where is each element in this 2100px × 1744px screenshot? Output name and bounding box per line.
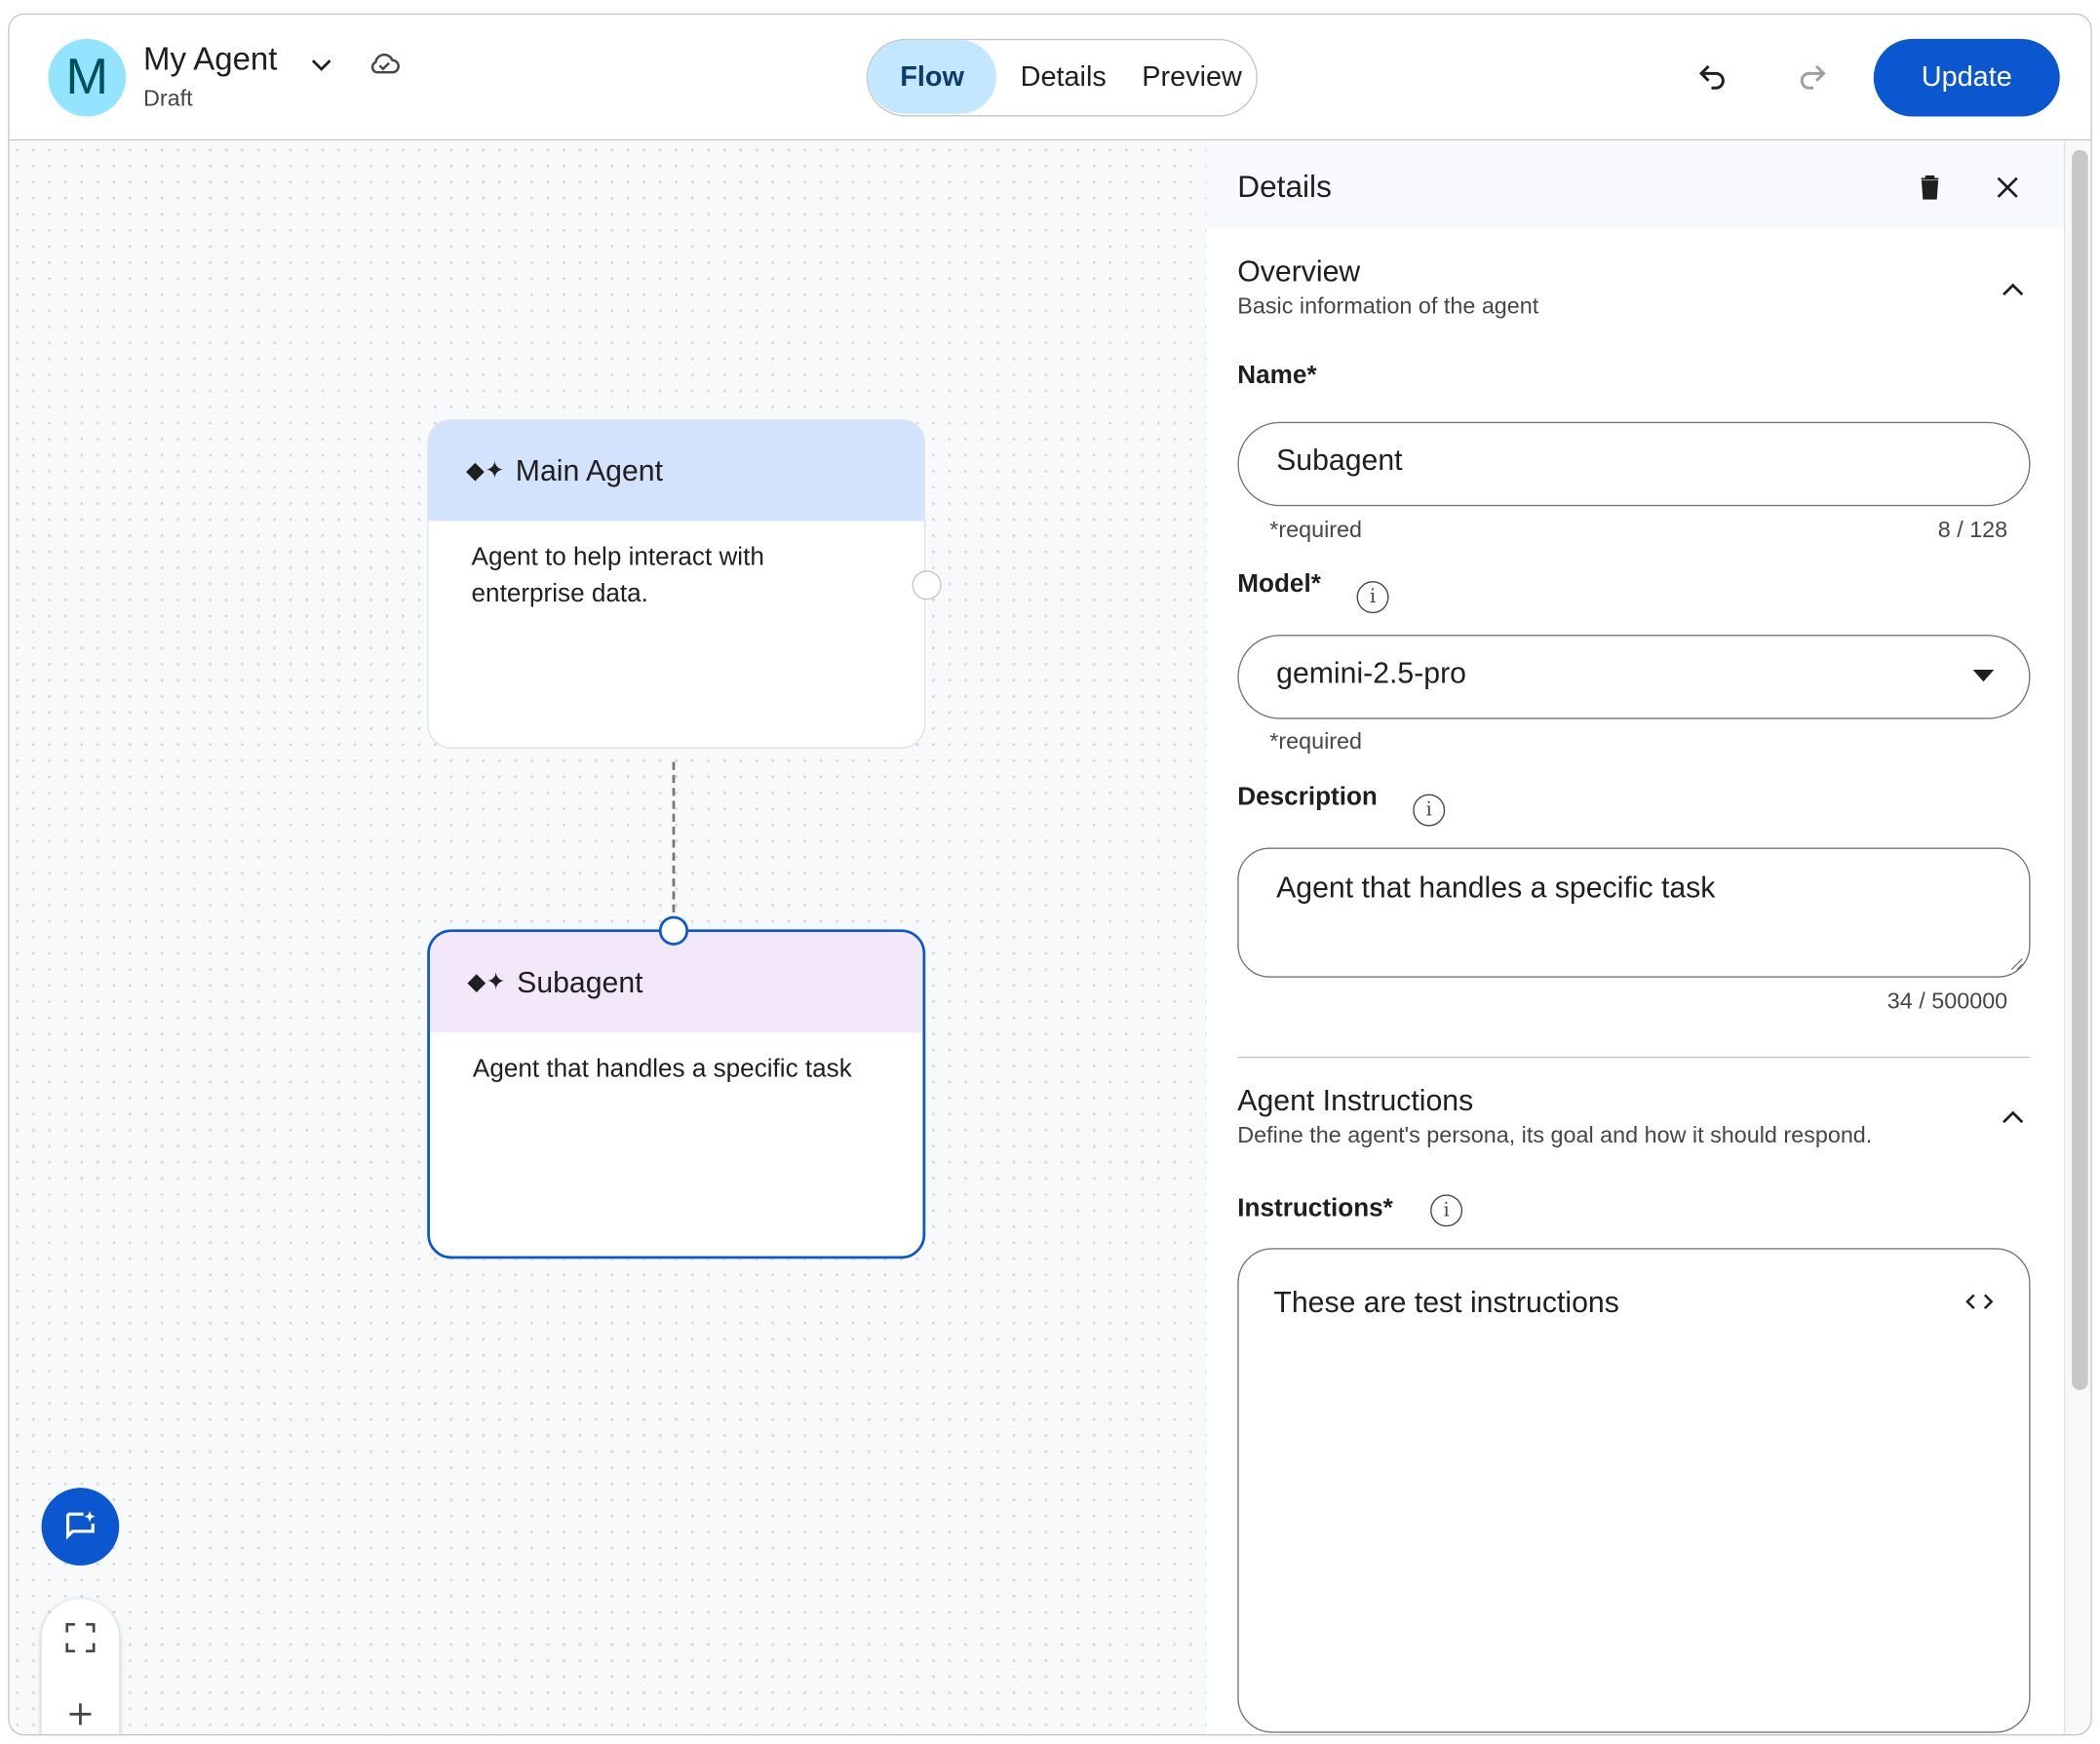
overview-title: Overview xyxy=(1237,254,1361,289)
input-handle[interactable] xyxy=(658,915,689,946)
panel-title: Details xyxy=(1237,169,1332,204)
description-counter: 34 / 500000 xyxy=(1886,988,2008,1014)
view-tabs: Flow Details Preview xyxy=(866,38,1258,117)
chevron-up-icon[interactable] xyxy=(2000,280,2026,298)
zoom-controls xyxy=(41,1599,120,1734)
node-description: Agent that handles a specific task xyxy=(472,1055,852,1084)
cloud-saved-icon xyxy=(370,53,400,74)
overview-subtitle: Basic information of the agent xyxy=(1237,292,1539,319)
info-icon[interactable]: i xyxy=(1356,581,1389,614)
delete-icon[interactable] xyxy=(1915,173,1944,202)
connection-edge xyxy=(672,761,676,926)
update-button[interactable]: Update xyxy=(1873,38,2060,117)
undo-icon[interactable] xyxy=(1695,58,1731,94)
name-label: Name* xyxy=(1237,361,1317,390)
sparkle-icon: ◆✦ xyxy=(467,968,507,995)
info-icon[interactable]: i xyxy=(1430,1194,1463,1227)
details-panel: Details Overview Basic information of th… xyxy=(1206,141,2064,1734)
model-hint: *required xyxy=(1269,728,1363,755)
zoom-in-button[interactable] xyxy=(42,1675,120,1733)
model-label: Model* xyxy=(1237,570,1321,600)
plus-icon xyxy=(69,1703,92,1725)
node-subagent[interactable]: ◆✦ Subagent Agent that handles a specifi… xyxy=(427,929,926,1260)
instructions-label: Instructions* xyxy=(1237,1194,1393,1223)
chat-spark-icon xyxy=(65,1510,96,1540)
info-icon[interactable]: i xyxy=(1413,794,1446,827)
description-textarea[interactable]: Agent that handles a specific task xyxy=(1237,847,2031,978)
chevron-up-icon[interactable] xyxy=(2000,1107,2026,1126)
description-value: Agent that handles a specific task xyxy=(1276,870,1716,905)
node-title: Subagent xyxy=(517,964,643,999)
top-bar: M My Agent Draft Flow Details Preview Up… xyxy=(9,15,2091,141)
redo-icon[interactable] xyxy=(1795,58,1830,94)
divider xyxy=(1237,1056,2031,1059)
ai-chat-button[interactable] xyxy=(41,1488,120,1566)
close-icon[interactable] xyxy=(1996,175,2020,200)
model-select[interactable]: gemini-2.5-pro xyxy=(1237,635,2031,719)
name-input[interactable]: Subagent xyxy=(1237,421,2031,507)
output-handle[interactable] xyxy=(912,570,942,601)
instructions-section-subtitle: Define the agent's persona, its goal and… xyxy=(1237,1122,1873,1148)
app-window: M My Agent Draft Flow Details Preview Up… xyxy=(8,13,2092,1736)
tab-flow[interactable]: Flow xyxy=(868,40,997,114)
scrollbar-thumb[interactable] xyxy=(2072,149,2088,1390)
agent-status: Draft xyxy=(142,85,193,112)
panel-scrollbar[interactable] xyxy=(2063,141,2091,1734)
fullscreen-icon xyxy=(65,1622,96,1653)
node-title: Main Agent xyxy=(515,452,664,487)
tab-preview[interactable]: Preview xyxy=(1142,60,1242,93)
node-description: Agent to help interact with enterprise d… xyxy=(471,543,764,608)
flow-canvas[interactable]: ◆✦ Main Agent Agent to help interact wit… xyxy=(9,141,1207,1734)
resize-handle-icon[interactable] xyxy=(2010,957,2024,971)
avatar: M xyxy=(48,38,127,117)
instructions-value: These are test instructions xyxy=(1273,1285,1619,1320)
code-icon[interactable] xyxy=(1964,1293,1994,1311)
sparkle-icon: ◆✦ xyxy=(466,456,505,484)
agent-title: My Agent xyxy=(142,41,278,78)
name-hint: *required xyxy=(1269,517,1363,543)
panel-header: Details xyxy=(1206,141,2064,228)
instructions-section-title: Agent Instructions xyxy=(1237,1083,1474,1117)
instructions-editor[interactable]: These are test instructions xyxy=(1237,1248,2031,1733)
model-value: gemini-2.5-pro xyxy=(1276,656,1466,690)
node-main-agent[interactable]: ◆✦ Main Agent Agent to help interact wit… xyxy=(427,418,926,749)
dropdown-arrow-icon xyxy=(1972,669,1995,682)
name-counter: 8 / 128 xyxy=(1937,517,2008,543)
tab-details[interactable]: Details xyxy=(1020,60,1107,93)
description-label: Description xyxy=(1237,783,1378,812)
chevron-down-icon[interactable] xyxy=(307,50,336,79)
fit-view-button[interactable] xyxy=(42,1599,120,1677)
